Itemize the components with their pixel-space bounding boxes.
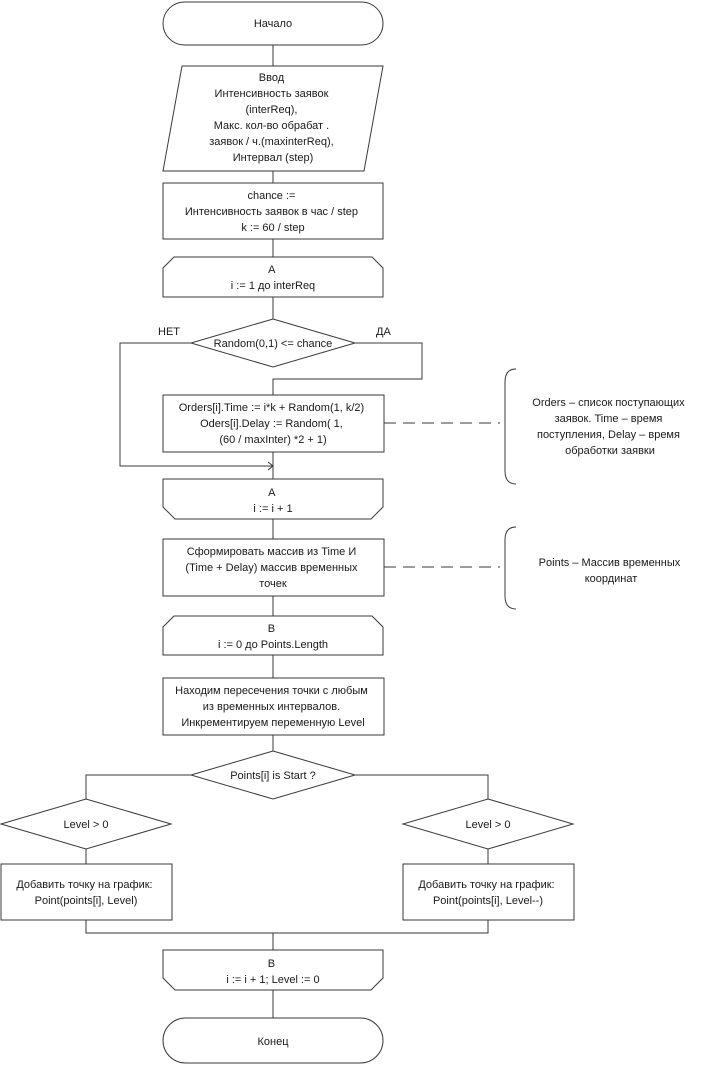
start-check-decision: Points[i] is Start ? (189, 750, 357, 800)
loop-a-start-line: A (268, 264, 276, 276)
calc-line: chance := (247, 190, 295, 202)
add-point-right-process: Добавить точку на график: Point(points[i… (402, 863, 575, 921)
loop-a-start: A i := 1 до interReq (162, 256, 384, 298)
svg-text:Orders – список поступающих: Orders – список поступающих заявок. Time… (532, 397, 687, 457)
connectors (85, 45, 500, 1018)
orders-comment: Orders – список поступающих заявок. Time… (504, 368, 687, 485)
intersections-line: Инкрементируем переменную Level (181, 717, 364, 729)
input-line: Ввод (259, 72, 285, 84)
input-parallelogram: Ввод Интенсивность заявок (interReq), Ма… (162, 65, 384, 172)
svg-text:B i := 0 до Points.Lengt: B i := 0 до Points.Length (218, 623, 328, 651)
loop-b-end: B i := i + 1; Level := 0 (162, 949, 384, 991)
svg-text:A i := i + 1: A i := i + 1 (253, 487, 292, 515)
orders-line: Oders[i].Delay := Random( 1, (200, 418, 343, 430)
loop-b-end-line: i := i + 1; Level := 0 (226, 974, 319, 986)
start-check-label: Points[i] is Start ? (230, 770, 316, 782)
add-point-left-process: Добавить точку на график: Point(points[i… (0, 863, 173, 921)
intersections-line: из временных интервалов. (203, 701, 340, 713)
random-decision: Random(0,1) <= chance (189, 318, 357, 368)
add-right-line: Добавить точку на график: (418, 879, 554, 891)
loop-a-start-line: i := 1 до interReq (231, 280, 315, 292)
random-decision-label: Random(0,1) <= chance (214, 338, 333, 350)
points-comment: Points – Массив временных координат (504, 526, 684, 610)
add-right-line: Point(points[i], Level--) (433, 895, 543, 907)
points-array-line: точек (259, 578, 287, 590)
svg-text:Находим пересечения точки с лю: Находим пересечения точки с любым из вре… (175, 685, 371, 729)
orders-comment-line: обработки заявки (565, 445, 655, 457)
points-array-line: Сформировать массив из Time И (187, 546, 357, 558)
svg-text:B i := i + 1; Level := 0: B i := i + 1; Level := 0 (226, 958, 319, 986)
svg-text:chance := Интенсивность: chance := Интенсивность заявок в час / s… (185, 190, 361, 234)
svg-text:Добавить точку на график:: Добавить точку на график: Point(points[i… (16, 879, 155, 907)
orders-comment-line: заявок. Time – время (555, 413, 663, 425)
loop-a-end-line: A (268, 487, 276, 499)
loop-a-end: A i := i + 1 (162, 478, 384, 520)
add-left-line: Point(points[i], Level) (35, 895, 138, 907)
level-left-decision: Level > 0 (0, 798, 173, 850)
calc-line: k := 60 / step (241, 222, 304, 234)
level-right-label: Level > 0 (466, 819, 511, 831)
points-comment-line: координат (585, 573, 638, 585)
level-left-label: Level > 0 (64, 819, 109, 831)
yes-label: ДА (376, 326, 391, 338)
start-terminal: Начало (162, 1, 384, 46)
input-line: заявок / ч.(maxinterReq), (209, 136, 333, 148)
loop-b-start-line: i := 0 до Points.Length (218, 639, 328, 651)
svg-text:Добавить точку на график:: Добавить точку на график: Point(points[i… (418, 879, 557, 907)
end-terminal: Конец (162, 1017, 384, 1064)
svg-text:Сформировать массив из Time И: Сформировать массив из Time И (Time + De… (185, 546, 360, 590)
loop-b-start: B i := 0 до Points.Length (162, 615, 384, 656)
calc-line: Интенсивность заявок в час / step (185, 206, 358, 218)
start-label: Начало (254, 18, 292, 30)
orders-comment-line: поступления, Delay – время (537, 429, 680, 441)
input-line: (interReq), (245, 104, 297, 116)
svg-text:Ввод Интенсивность заяво: Ввод Интенсивность заявок (interReq), Ма… (209, 72, 337, 164)
loop-b-end-line: B (268, 958, 275, 970)
points-array-process: Сформировать массив из Time И (Time + De… (162, 538, 385, 597)
add-left-line: Добавить точку на график: (16, 879, 152, 891)
svg-text:Points – Массив временных: Points – Массив временных координат (539, 557, 684, 585)
points-comment-line: Points – Массив временных (539, 557, 681, 569)
intersections-process: Находим пересечения точки с любым из вре… (162, 677, 385, 736)
input-line: Интенсивность заявок (215, 88, 329, 100)
orders-comment-line: Orders – список поступающих (532, 397, 685, 409)
orders-line: (60 / maxInter) *2 + 1) (219, 434, 326, 446)
calc-process: chance := Интенсивность заявок в час / s… (162, 182, 384, 240)
end-label: Конец (257, 1036, 289, 1048)
orders-line: Orders[i].Time := i*k + Random(1, k/2) (179, 402, 364, 414)
no-label: НЕТ (158, 326, 180, 338)
svg-text:A i := 1 до interReq: A i := 1 до interReq (231, 264, 315, 292)
loop-a-end-line: i := i + 1 (253, 503, 292, 515)
svg-text:Orders[i].Time := i*k + Random: Orders[i].Time := i*k + Random(1, k/2) O… (179, 402, 368, 446)
loop-b-start-line: B (268, 623, 275, 635)
points-array-line: (Time + Delay) массив временных (185, 562, 358, 574)
intersections-line: Находим пересечения точки с любым (175, 685, 368, 697)
level-right-decision: Level > 0 (401, 798, 575, 850)
orders-process: Orders[i].Time := i*k + Random(1, k/2) O… (162, 394, 385, 453)
input-line: Интервал (step) (233, 152, 314, 164)
input-line: Макс. кол-во обрабат . (214, 120, 329, 132)
